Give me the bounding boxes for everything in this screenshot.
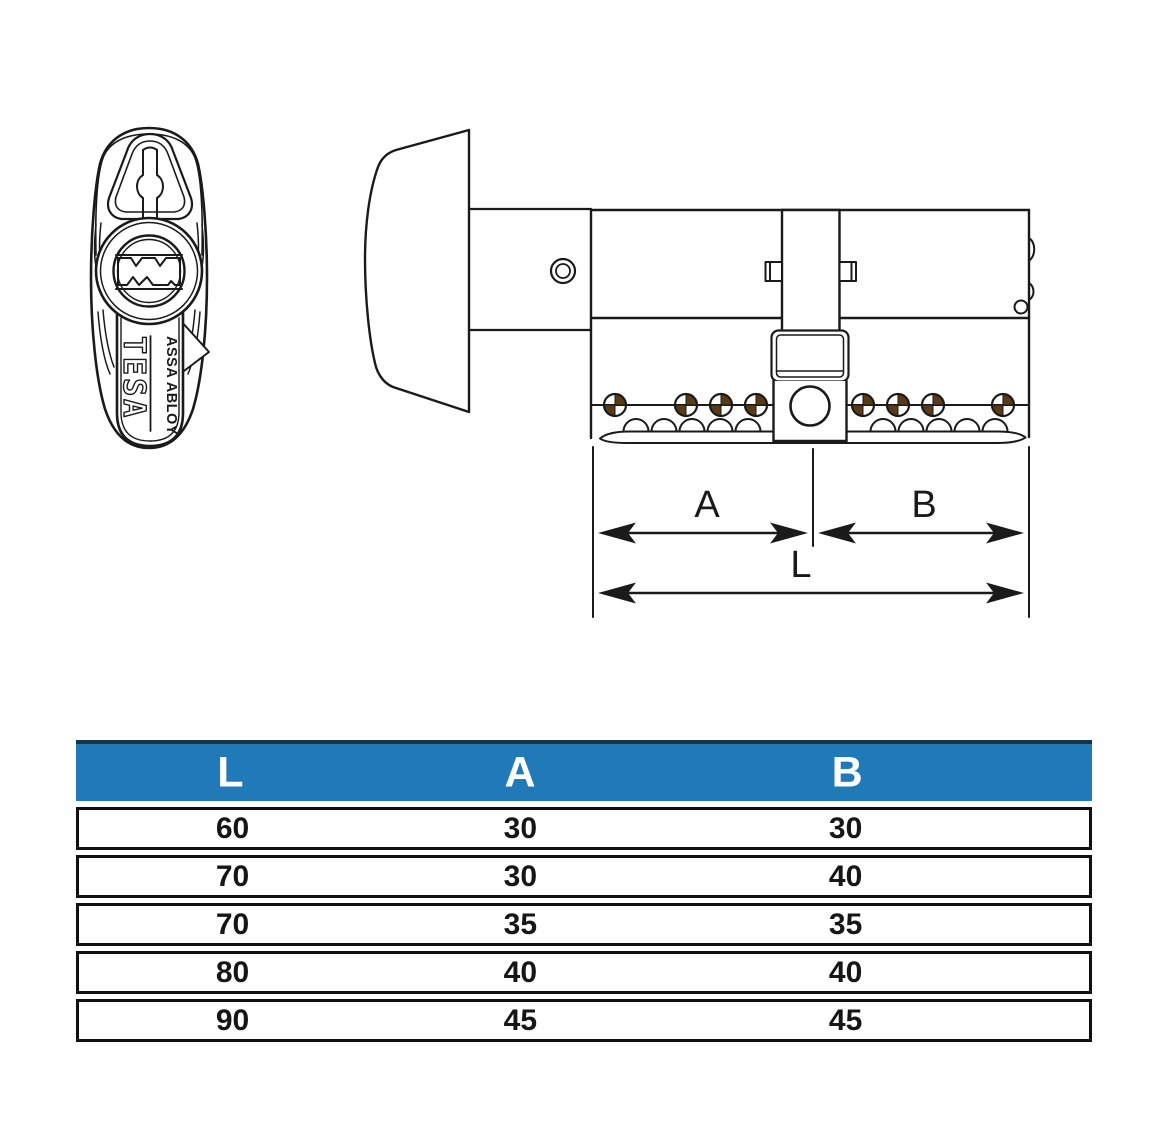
cell-b: 45 <box>828 1003 863 1037</box>
dim-a-label: A <box>694 484 720 526</box>
header-cell-b: B <box>831 748 863 796</box>
arrowhead-left <box>598 582 636 604</box>
table-row: 60 30 30 <box>76 807 1092 850</box>
table-row: 90 45 45 <box>76 999 1092 1042</box>
arrowhead-left <box>598 522 636 544</box>
arrowhead-right <box>986 582 1024 604</box>
pin-marker <box>673 392 699 418</box>
dimension-a: A <box>598 484 808 544</box>
cell-l: 60 <box>215 811 250 845</box>
pin-marker <box>850 392 876 418</box>
cell-b: 40 <box>828 859 863 893</box>
cell-b: 40 <box>828 955 863 989</box>
dimension-l: L <box>598 544 1024 604</box>
thumbturn-boss <box>94 216 204 326</box>
extension-lines <box>592 446 1030 618</box>
header-cell-a: A <box>504 748 536 796</box>
dim-b-label: B <box>911 484 936 526</box>
rear-end-details <box>1013 237 1036 315</box>
pin-marker <box>602 392 628 418</box>
cell-a: 30 <box>503 859 538 893</box>
arrowhead-right <box>986 522 1024 544</box>
cell-b: 30 <box>828 811 863 845</box>
thumbturn-grip-inner <box>120 317 180 442</box>
table-row: 70 30 40 <box>76 855 1092 898</box>
cam-side-tabs <box>764 261 857 282</box>
brand-primary-label: TESA <box>116 336 151 420</box>
scallop-teeth <box>622 418 1009 433</box>
arrowhead-left <box>818 522 856 544</box>
cam-housing <box>772 379 848 443</box>
cell-a: 35 <box>503 907 538 941</box>
table-row: 80 40 40 <box>76 951 1092 994</box>
cell-a: 30 <box>503 811 538 845</box>
knob-shaft <box>467 207 593 332</box>
shaft-screw-hole-inner <box>555 263 571 279</box>
dimension-b: B <box>818 484 1024 544</box>
cylinder-technical-drawing: TESA ASSA ABLOY <box>89 126 1036 618</box>
cam-follower-hole <box>789 385 831 427</box>
dimension-annotations: A B L <box>592 446 1030 618</box>
shaft-screw-hole-outer <box>549 257 577 285</box>
cell-b: 35 <box>828 907 863 941</box>
arrowhead-right <box>770 522 808 544</box>
cell-l: 70 <box>215 859 250 893</box>
pin-marker <box>743 392 769 418</box>
knob-profile <box>363 128 471 414</box>
cam-collar <box>770 329 850 383</box>
cell-l: 70 <box>215 907 250 941</box>
table-row: 70 35 35 <box>76 903 1092 946</box>
cell-l: 80 <box>215 955 250 989</box>
cam-bar <box>780 208 841 333</box>
dim-l-label: L <box>790 544 811 586</box>
table-header: L A B <box>76 740 1092 801</box>
front-view: TESA ASSA ABLOY <box>89 126 210 450</box>
pin-markers <box>602 392 1016 418</box>
cell-a: 40 <box>503 955 538 989</box>
side-view <box>363 128 1036 444</box>
key-profile-slot <box>115 254 183 290</box>
cell-a: 45 <box>503 1003 538 1037</box>
top-ring-inner <box>114 140 186 213</box>
pin-marker <box>920 392 946 418</box>
key-stem <box>136 146 164 218</box>
pin-marker <box>708 392 734 418</box>
brand-secondary-label: ASSA ABLOY <box>163 336 179 435</box>
cell-l: 90 <box>215 1003 250 1037</box>
dimensions-table: L A B 60 30 30 70 30 40 70 35 35 80 40 4… <box>76 740 1092 1042</box>
header-cell-l: L <box>217 748 244 796</box>
pin-marker <box>885 392 911 418</box>
pin-marker <box>990 392 1016 418</box>
